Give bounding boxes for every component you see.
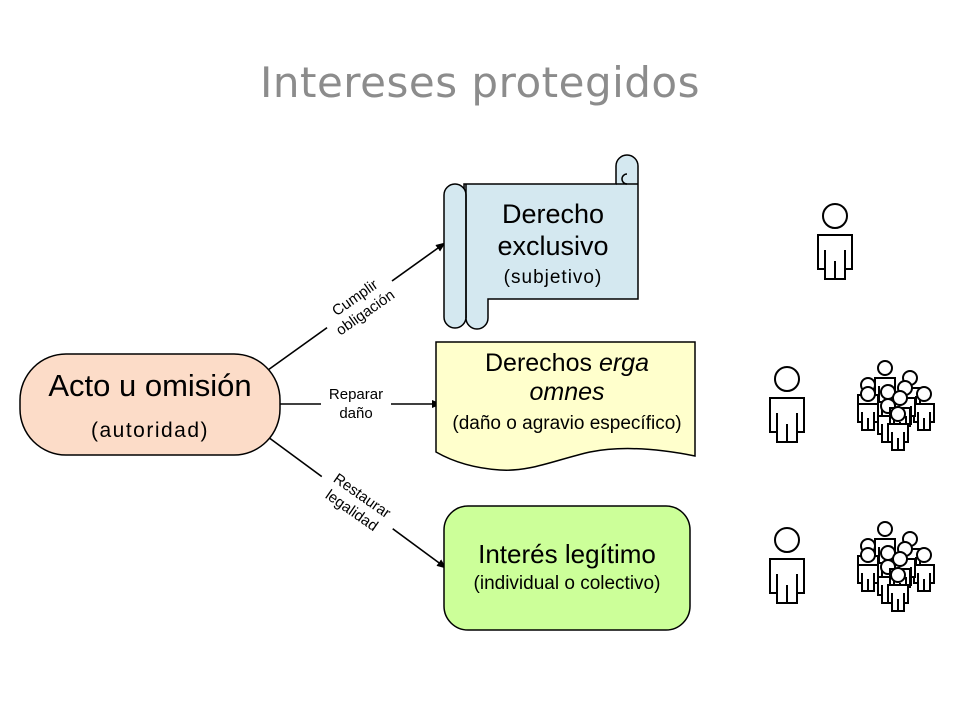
group-icon xyxy=(857,521,935,612)
group-icon xyxy=(857,360,935,451)
document-node-line3: (daño o agravio específico) xyxy=(452,413,681,434)
scroll-node-derecho-exclusivo xyxy=(443,154,639,330)
rounded-node-line2: (individual o colectivo) xyxy=(474,573,661,594)
rounded-node-interes-legitimo xyxy=(443,505,691,631)
connector-label-line: daño xyxy=(339,405,372,422)
connector-label-reparar: Reparar daño xyxy=(321,381,391,427)
source-node-title: Acto u omisión xyxy=(48,368,251,403)
scroll-node-line2: exclusivo xyxy=(497,231,608,261)
connector-label-line: Reparar xyxy=(329,386,383,403)
person-icon xyxy=(769,366,805,443)
person-icon xyxy=(769,527,805,604)
document-node-erga-omnes xyxy=(435,341,696,471)
connector-label-cumplir: Cumplir obligación xyxy=(315,265,405,345)
person-icon xyxy=(817,203,853,280)
scroll-node-line1: Derecho xyxy=(502,199,604,229)
source-node-acto-u-omision: Acto u omisión (autoridad) xyxy=(19,353,281,456)
document-node-line2: omnes xyxy=(529,378,604,406)
rounded-node-line1: Interés legítimo xyxy=(478,539,656,569)
source-node-subtitle: (autoridad) xyxy=(91,419,209,442)
document-node-line1: Derechos erga xyxy=(485,349,649,377)
slide-title: Intereses protegidos xyxy=(259,58,701,107)
scroll-node-line3: (subjetivo) xyxy=(504,267,603,288)
connector-label-restaurar: Restaurar legalidad xyxy=(309,461,405,545)
